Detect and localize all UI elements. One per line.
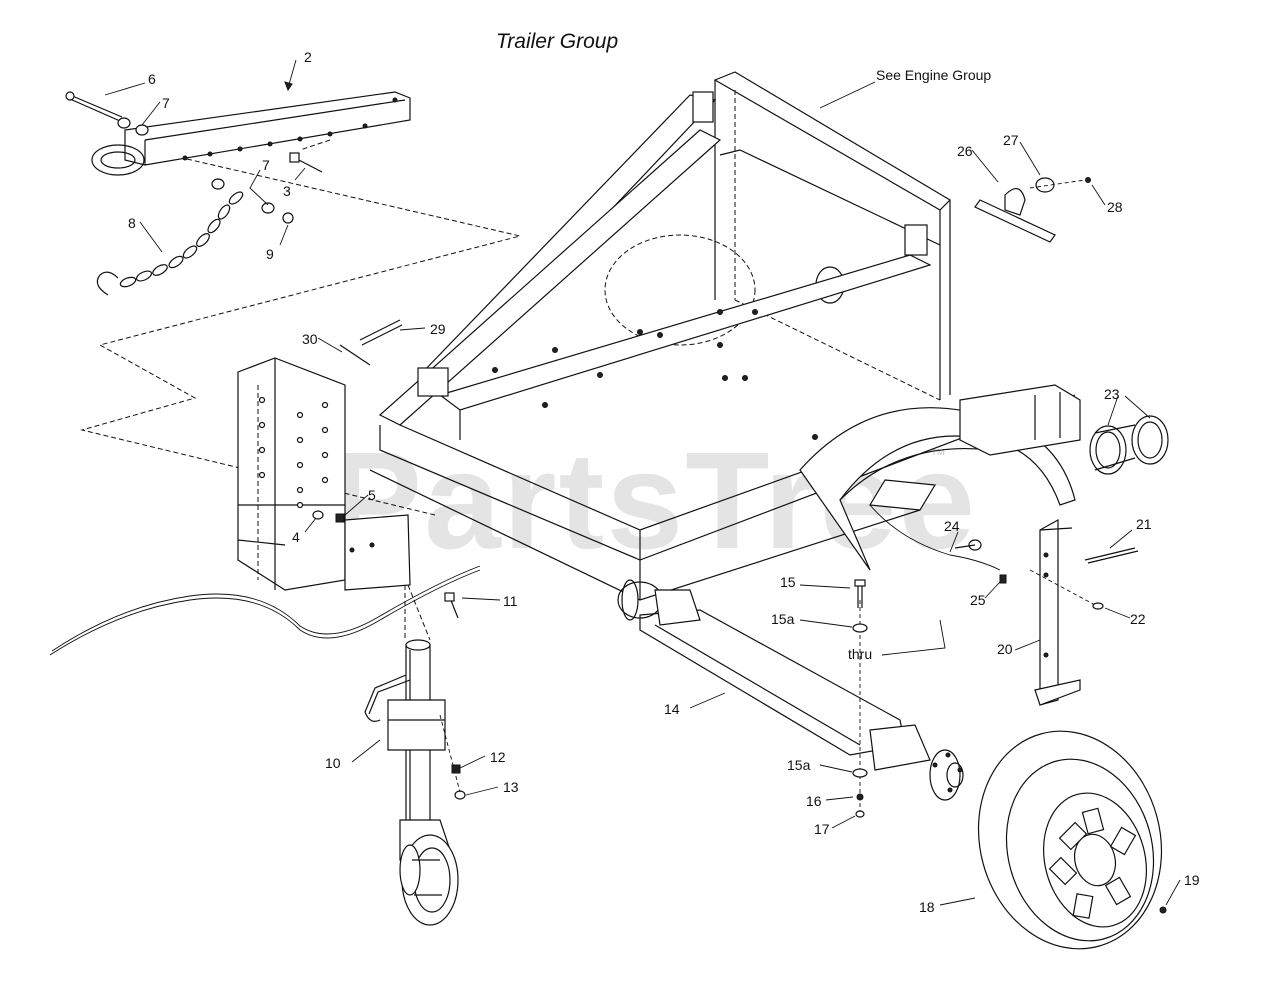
callout-5: 5 bbox=[368, 487, 376, 503]
callout-15a-top: 15a bbox=[771, 611, 795, 627]
leader-lines bbox=[104, 59, 1181, 906]
callout-16: 16 bbox=[806, 793, 822, 809]
callout-30: 30 bbox=[302, 331, 318, 347]
callout-2: 2 bbox=[304, 49, 312, 65]
jack-part-10 bbox=[364, 584, 466, 926]
stand-part-20 bbox=[999, 518, 1139, 706]
callout-7b: 7 bbox=[262, 157, 270, 173]
jack-mount bbox=[237, 319, 411, 591]
axle-part-14 bbox=[617, 579, 964, 818]
callout-15: 15 bbox=[780, 574, 796, 590]
callout-25: 25 bbox=[970, 592, 986, 608]
axle-housing bbox=[959, 384, 1081, 456]
callout-19: 19 bbox=[1184, 872, 1200, 888]
caps-part-23 bbox=[1089, 415, 1169, 475]
callout-3: 3 bbox=[283, 183, 291, 199]
callout-15a-bottom: 15a bbox=[787, 757, 811, 773]
callout-29: 29 bbox=[430, 321, 446, 337]
callout-27: 27 bbox=[1003, 132, 1019, 148]
callout-26: 26 bbox=[957, 143, 973, 159]
callout-11: 11 bbox=[503, 593, 518, 609]
callout-13: 13 bbox=[503, 779, 519, 795]
see-engine-group-note: See Engine Group bbox=[876, 67, 991, 83]
diagram-title: Trailer Group bbox=[496, 30, 618, 53]
callout-9: 9 bbox=[266, 246, 274, 262]
labels: Trailer Group See Engine Group thru 2 6 … bbox=[128, 30, 1200, 915]
wire-harness bbox=[49, 504, 1001, 656]
tongue-part-2 bbox=[65, 91, 411, 224]
callout-24: 24 bbox=[944, 518, 960, 534]
callout-21: 21 bbox=[1136, 516, 1152, 532]
thru-label: thru bbox=[848, 646, 872, 662]
callout-12: 12 bbox=[490, 749, 506, 765]
callout-23: 23 bbox=[1104, 386, 1120, 402]
callout-18: 18 bbox=[919, 899, 935, 915]
callout-6: 6 bbox=[148, 71, 156, 87]
safety-chain-8 bbox=[96, 191, 244, 296]
fender bbox=[799, 407, 1076, 571]
callout-10: 10 bbox=[325, 755, 341, 771]
reference-planes bbox=[80, 139, 521, 516]
callout-7a: 7 bbox=[162, 95, 170, 111]
callout-14: 14 bbox=[664, 701, 680, 717]
callout-4: 4 bbox=[292, 529, 300, 545]
callout-28: 28 bbox=[1107, 199, 1123, 215]
callout-8: 8 bbox=[128, 215, 136, 231]
wheel-part-18 bbox=[977, 730, 1167, 950]
callout-17: 17 bbox=[814, 821, 830, 837]
bracket-part-26 bbox=[974, 177, 1091, 243]
callout-20: 20 bbox=[997, 641, 1013, 657]
callout-22: 22 bbox=[1130, 611, 1146, 627]
